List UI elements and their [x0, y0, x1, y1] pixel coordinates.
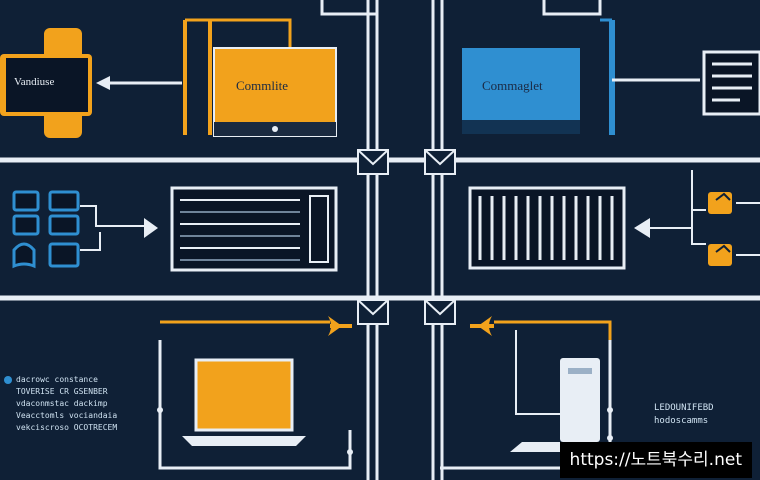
left-monitor-label: Commlite — [236, 78, 288, 93]
server-rack-icon — [468, 186, 626, 270]
envelope-icon — [357, 149, 389, 175]
desktop-tower-icon — [510, 330, 632, 452]
text-line: hodoscamms — [654, 416, 709, 426]
right-text-block: LEDOUNIFEBD hodoscamms — [654, 402, 758, 428]
watermark-url: https://노트북수리.net — [559, 442, 752, 478]
connector-dots — [4, 376, 613, 455]
app-icons-left — [12, 190, 80, 269]
left-text-block: dacrowc constance TOVERISE CR GSENBER vd… — [16, 374, 140, 434]
connector-left-server — [80, 205, 150, 251]
arrow-into-server — [634, 218, 650, 238]
text-line: TOVERISE CR GSENBER — [16, 387, 108, 396]
orange-arrow-left — [470, 316, 612, 340]
envelope-icon — [424, 299, 456, 325]
tablet-screen-label: Vandiuse — [14, 76, 55, 88]
text-line: LEDOUNIFEBD — [654, 403, 714, 413]
right-monitor-label: Commaglet — [482, 78, 543, 93]
text-line: vdaconmstac dackimp — [16, 399, 108, 408]
monitor-icon — [462, 18, 700, 135]
folder-icon — [708, 244, 760, 266]
folder-icon — [708, 192, 760, 214]
text-line: vekciscroso OCOTRECEM — [16, 423, 118, 432]
monitor-icon — [183, 18, 337, 137]
tablet-icon — [0, 28, 92, 138]
vertical-trunk-lines — [158, 0, 612, 480]
text-line: dacrowc constance — [16, 375, 98, 384]
laptop-icon — [182, 358, 306, 446]
connector-right-server — [650, 170, 706, 245]
envelope-icon — [357, 299, 389, 325]
document-icon — [702, 50, 760, 116]
orange-arrow-right — [160, 316, 352, 336]
arrow-to-tablet — [96, 76, 182, 90]
server-rack-icon — [170, 186, 338, 272]
arrow-into-server — [144, 218, 158, 238]
text-line: Veacctomls vociandaia — [16, 411, 118, 420]
envelope-icon — [424, 149, 456, 175]
